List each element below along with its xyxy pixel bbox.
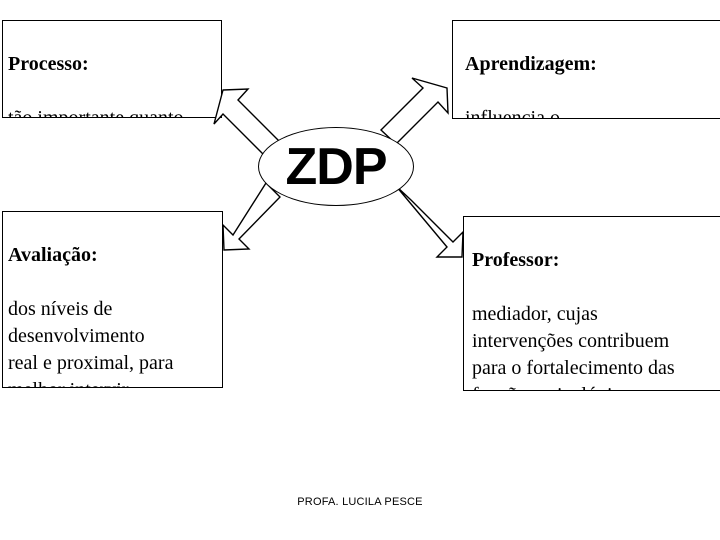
zdp-label: ZDP xyxy=(285,137,388,196)
box-avaliacao-body: dos níveis de desenvolvimento real e pro… xyxy=(8,298,174,387)
box-processo-heading: Processo: xyxy=(8,53,89,75)
box-professor-heading: Professor: xyxy=(472,249,560,271)
arrow-to-professor-icon xyxy=(395,185,464,258)
box-processo-body: tão importante quanto o produto. xyxy=(8,107,184,118)
zdp-ellipse xyxy=(258,127,414,206)
box-aprendizagem: Aprendizagem: influencia o desenvolvimen… xyxy=(452,20,720,119)
box-aprendizagem-body: influencia o desenvolvimento. xyxy=(465,107,560,119)
box-avaliacao: Avaliação: dos níveis de desenvolvimento… xyxy=(2,211,223,388)
box-avaliacao-heading: Avaliação: xyxy=(8,244,98,266)
author-caption: PROFA. LUCILA PESCE xyxy=(297,496,423,508)
box-professor: Professor: mediador, cujas intervenções … xyxy=(463,216,720,391)
arrow-to-avaliacao-icon xyxy=(222,181,281,251)
box-aprendizagem-heading: Aprendizagem: xyxy=(465,53,597,75)
box-professor-body: mediador, cujas intervenções contribuem … xyxy=(472,303,675,390)
box-processo: Processo: tão importante quanto o produt… xyxy=(2,20,222,118)
